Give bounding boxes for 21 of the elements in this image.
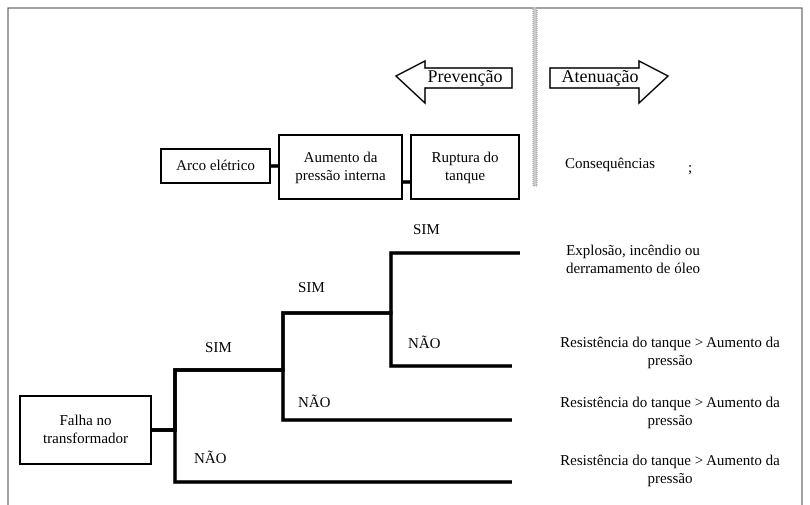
branch-label: SIM bbox=[413, 222, 440, 239]
outcome-text: Explosão, incêndio ou derramamento de óleo bbox=[520, 238, 726, 282]
connector-line bbox=[271, 164, 278, 168]
event-box: Ruptura do tanque bbox=[410, 134, 520, 200]
column-heading: Consequências bbox=[565, 156, 655, 173]
connector-line bbox=[403, 180, 410, 184]
left-block-arrow: Prevenção bbox=[395, 60, 513, 104]
event-box: Falha no transformador bbox=[19, 395, 152, 465]
branch-label: NÃO bbox=[194, 451, 226, 468]
branch-label: SIM bbox=[298, 280, 325, 297]
event-box: Aumento da pressão interna bbox=[278, 134, 403, 200]
right-block-arrow: Atenuação bbox=[549, 60, 669, 104]
outcome-text: Resistência do tanque > Aumento da pressão bbox=[512, 390, 808, 434]
column-heading: ; bbox=[688, 160, 692, 177]
connector-line bbox=[152, 428, 512, 484]
outcome-text: Resistência do tanque > Aumento da pressão bbox=[512, 330, 808, 374]
branch-label: SIM bbox=[205, 340, 232, 357]
event-box: Arco elétrico bbox=[160, 148, 271, 184]
outcome-text: Resistência do tanque > Aumento da pressão bbox=[512, 448, 808, 492]
branch-label: NÃO bbox=[298, 395, 330, 412]
branch-label: NÃO bbox=[408, 336, 440, 353]
